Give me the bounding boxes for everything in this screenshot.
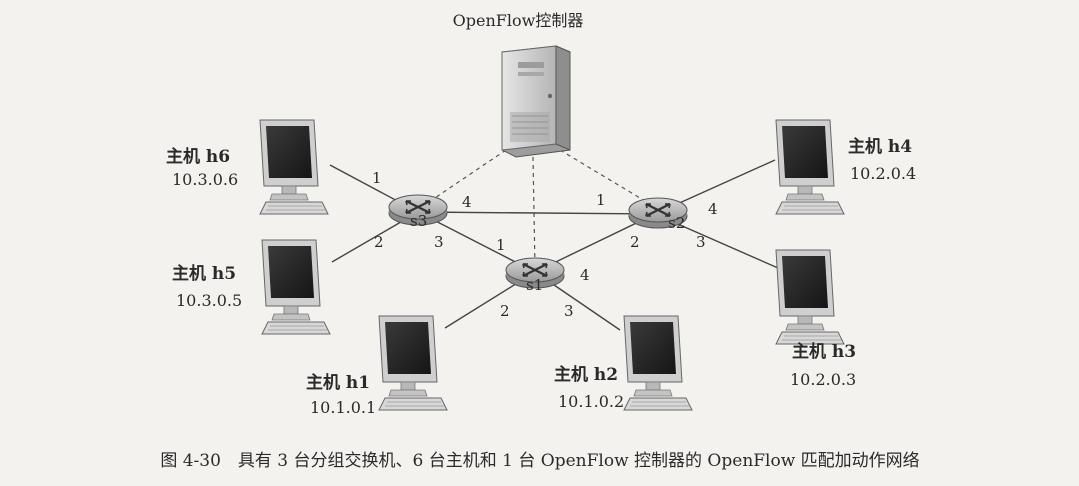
s1-port-1: 1 [496,236,506,254]
host-h2-ip: 10.1.0.2 [558,392,624,411]
host-h4-name: 主机 h4 [848,136,912,157]
figure-caption: 图 4-30 具有 3 台分组交换机、6 台主机和 1 台 OpenFlow 控… [160,451,919,471]
host-h3-name: 主机 h3 [792,341,856,362]
computer-icon [261,239,331,335]
host-h5-name: 主机 h5 [172,263,236,284]
switch-s3: s3 1 2 3 4 [372,169,472,251]
s2-port-4: 4 [708,200,718,218]
server-icon [501,45,571,158]
host-h6-ip: 10.3.0.6 [172,170,238,189]
s2-port-1: 1 [596,191,606,209]
s1-port-3: 3 [564,302,574,320]
switch-label-s2: s2 [668,214,685,232]
switch-s1: s1 1 2 3 4 [496,236,590,320]
s3-port-1: 1 [372,169,382,187]
computer-icon [378,315,448,411]
host-h1-name: 主机 h1 [306,372,370,393]
host-h5: 主机 h5 10.3.0.5 [172,239,331,335]
s2-port-2: 2 [630,233,640,251]
host-h4: 主机 h4 10.2.0.4 [775,119,916,215]
switch-s2: s2 1 2 3 4 [596,191,718,251]
link-s3-s2 [417,211,656,215]
s3-port-4: 4 [462,193,472,211]
computer-icon [775,249,845,345]
host-h3-ip: 10.2.0.3 [790,370,856,389]
s1-port-4: 4 [580,266,590,284]
s1-port-2: 2 [500,302,510,320]
host-h2: 主机 h2 10.1.0.2 [554,315,693,411]
controller-link-s1 [532,156,536,269]
switch-label-s1: s1 [526,276,543,294]
host-h5-ip: 10.3.0.5 [176,291,242,310]
openflow-controller: OpenFlow控制器 [453,11,584,158]
host-h6-name: 主机 h6 [166,146,230,167]
s3-port-3: 3 [434,233,444,251]
s3-port-2: 2 [374,233,384,251]
computer-icon [775,119,845,215]
controller-links [419,149,661,269]
switch-label-s3: s3 [410,212,427,230]
host-h3: 主机 h3 10.2.0.3 [775,249,856,389]
s2-port-3: 3 [696,233,706,251]
computer-icon [259,119,329,215]
host-h2-name: 主机 h2 [554,364,618,385]
computer-icon [623,315,693,411]
controller-link-s3 [419,149,507,209]
controller-label: OpenFlow控制器 [453,11,584,30]
host-h6: 主机 h6 10.3.0.6 [166,119,329,215]
host-h1-ip: 10.1.0.1 [310,398,376,417]
data-links [329,159,779,331]
host-h4-ip: 10.2.0.4 [850,164,916,183]
host-h1: 主机 h1 10.1.0.1 [306,315,448,417]
